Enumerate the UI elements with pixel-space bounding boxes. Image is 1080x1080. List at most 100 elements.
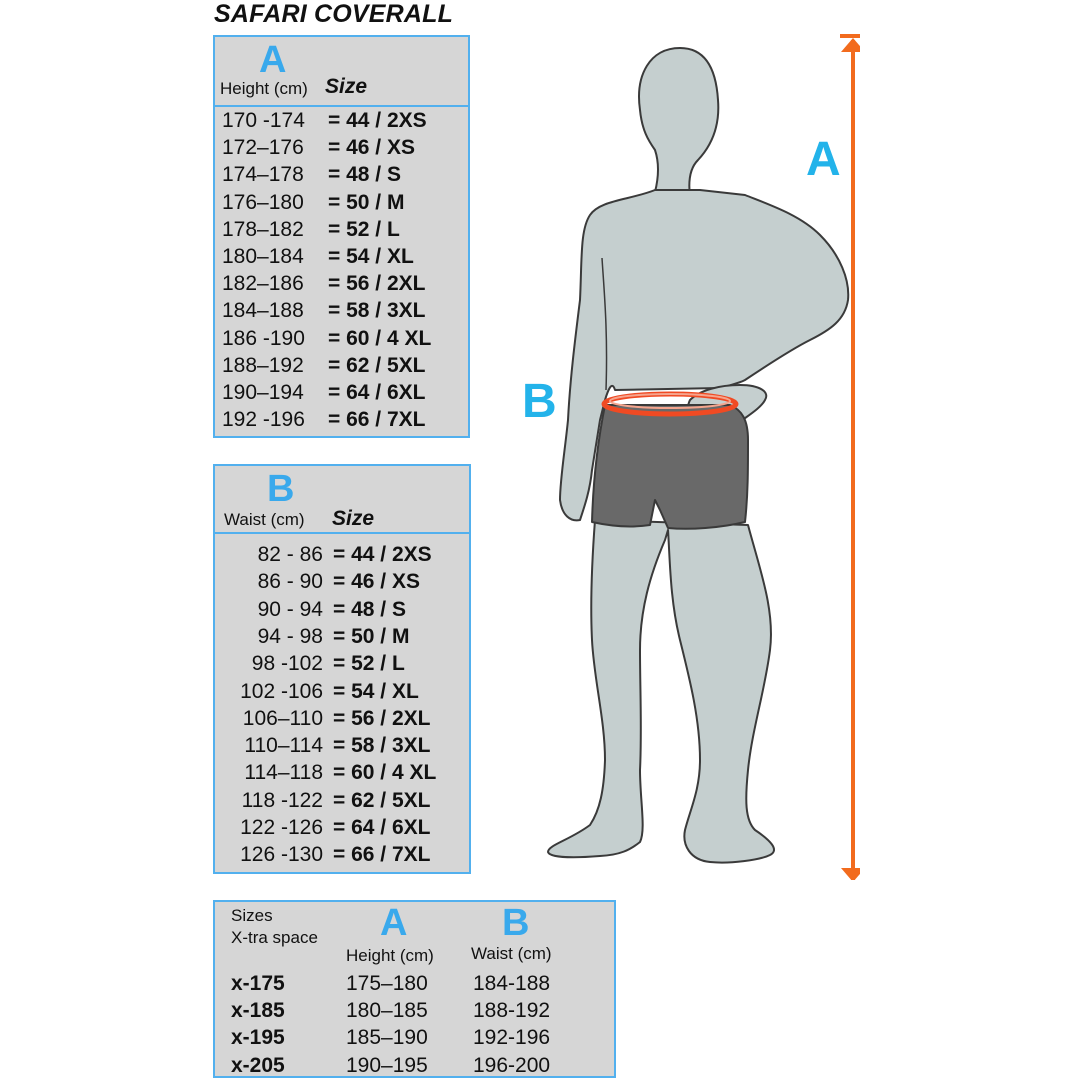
xtra-letter-a: A [380, 902, 408, 944]
height-range: 170 -174 [222, 109, 305, 132]
height-size-value: = 62 / 5XL [328, 353, 426, 377]
waist-row: 82 - 86 = 44 / 2XS [215, 541, 432, 568]
waist-size-value: = 44 / 2XS [333, 543, 432, 566]
waist-range: 118 -122 [241, 788, 323, 812]
waist-row: 94 - 98 = 50 / M [215, 623, 410, 650]
height-row: 170 -174 = 44 / 2XS [222, 107, 427, 134]
height-row: 176–180 = 50 / M [222, 189, 404, 216]
waist-range: 110–114 [244, 734, 323, 758]
waist-range: 86 - 90 [257, 570, 323, 594]
waist-range: 82 - 86 [257, 543, 323, 566]
xtra-col-waist: Waist (cm) [471, 944, 552, 963]
xtra-waist-cell: 196-200 [473, 1053, 551, 1077]
waist-range: 106–110 [242, 706, 323, 730]
height-row: 184–188 = 58 / 3XL [222, 297, 425, 324]
waist-range: 98 -102 [251, 652, 323, 676]
height-range: 188–192 [222, 353, 304, 377]
waist-size-label: Size [332, 507, 375, 530]
xtra-col-height: Height (cm) [346, 946, 434, 965]
height-size-value: = 52 / L [328, 217, 400, 241]
height-range: 190–194 [222, 381, 304, 404]
height-size-value: = 60 / 4 XL [328, 326, 432, 350]
xtra-space-table: Sizes X-tra space A B Height (cm) Waist … [213, 900, 616, 1078]
height-row: 186 -190 = 60 / 4 XL [222, 325, 431, 352]
xtra-height-cell: 190–195 [346, 1053, 428, 1077]
xtra-waist-cell: 184-188 [473, 972, 551, 995]
height-size-value: = 44 / 2XS [328, 109, 427, 132]
waist-size-value: = 62 / 5XL [333, 788, 431, 812]
waist-table-header: B Waist (cm) Size [215, 466, 469, 534]
height-range: 186 -190 [222, 326, 305, 350]
waist-table-letter: B [267, 468, 295, 510]
legs [547, 519, 775, 864]
figure-label-a: A [806, 133, 841, 186]
height-range: 176–180 [222, 190, 304, 214]
head [638, 47, 720, 197]
xtra-waist-cell: 192-196 [473, 1026, 551, 1050]
waist-size-value: = 50 / M [333, 624, 410, 648]
waist-size-value: = 52 / L [333, 652, 405, 676]
height-size-value: = 46 / XS [328, 136, 415, 160]
waist-size-value: = 48 / S [333, 597, 406, 621]
height-row: 180–184= 54 / XL [222, 243, 414, 270]
waist-row: 118 -122 = 62 / 5XL [215, 787, 431, 814]
height-row: 182–186 = 56 / 2XL [222, 270, 425, 297]
height-table-letter: A [259, 39, 287, 81]
height-range: 192 -196 [222, 408, 305, 432]
shorts [591, 404, 749, 530]
xtra-size-cell: x-175 [231, 972, 285, 995]
torso-and-arms [559, 189, 850, 522]
height-range: 182–186 [222, 272, 304, 296]
waist-row: 126 -130 = 66 / 7XL [215, 841, 430, 868]
height-size-value: = 50 / M [328, 190, 405, 214]
waist-row: 98 -102 = 52 / L [215, 650, 405, 677]
waist-row: 90 - 94= 48 / S [215, 596, 406, 623]
height-size-value: = 56 / 2XL [328, 272, 426, 296]
waist-row: 86 - 90= 46 / XS [215, 568, 420, 595]
waist-size-value: = 66 / 7XL [333, 843, 431, 867]
height-column-label: Height (cm) [220, 79, 308, 98]
waist-size-value: = 64 / 6XL [333, 816, 431, 839]
waist-size-value: = 56 / 2XL [333, 706, 431, 730]
waist-range: 94 - 98 [257, 624, 323, 648]
xtra-size-cell: x-205 [231, 1053, 285, 1077]
height-row: 174–178 = 48 / S [222, 161, 401, 188]
body-contour-line [601, 257, 608, 391]
xtra-label-xtra-space: X-tra space [231, 928, 318, 947]
height-size-label: Size [325, 75, 368, 98]
waist-row: 122 -126 = 64 / 6XL [215, 814, 430, 841]
height-size-value: = 48 / S [328, 163, 401, 187]
xtra-height-cell: 185–190 [346, 1026, 428, 1050]
xtra-size-cell: x-185 [231, 999, 285, 1023]
height-size-value: = 58 / 3XL [328, 299, 426, 323]
height-range: 178–182 [222, 217, 304, 241]
height-range: 184–188 [222, 299, 304, 323]
waist-column-label: Waist (cm) [224, 510, 305, 529]
height-size-value: = 54 / XL [328, 245, 414, 268]
height-range: 172–176 [222, 136, 304, 160]
waist-row: 106–110 = 56 / 2XL [215, 705, 431, 732]
waist-ring-highlight [609, 393, 731, 409]
waist-size-value: = 60 / 4 XL [333, 761, 437, 785]
human-silhouette [547, 47, 850, 864]
waist-range: 126 -130 [240, 843, 323, 867]
height-table-header: A Height (cm) Size [215, 37, 468, 107]
waist-range: 122 -126 [240, 816, 323, 839]
xtra-size-cell: x-195 [231, 1026, 285, 1050]
height-row: 172–176 = 46 / XS [222, 134, 415, 161]
waist-row: 102 -106= 54 / XL [215, 678, 419, 705]
height-row: 190–194= 64 / 6XL [222, 379, 425, 406]
xtra-height-cell: 175–180 [346, 972, 428, 995]
page-title: SAFARI COVERALL [214, 0, 454, 28]
height-row: 188–192 = 62 / 5XL [222, 352, 425, 379]
xtra-letter-b: B [502, 902, 530, 944]
waist-size-value: = 54 / XL [333, 679, 419, 703]
xtra-label-sizes: Sizes [231, 906, 273, 925]
xtra-waist-cell: 188-192 [473, 999, 551, 1023]
height-row: 178–182 = 52 / L [222, 216, 400, 243]
height-range: 174–178 [222, 163, 304, 187]
height-row: 192 -196= 66 / 7XL [222, 406, 425, 433]
